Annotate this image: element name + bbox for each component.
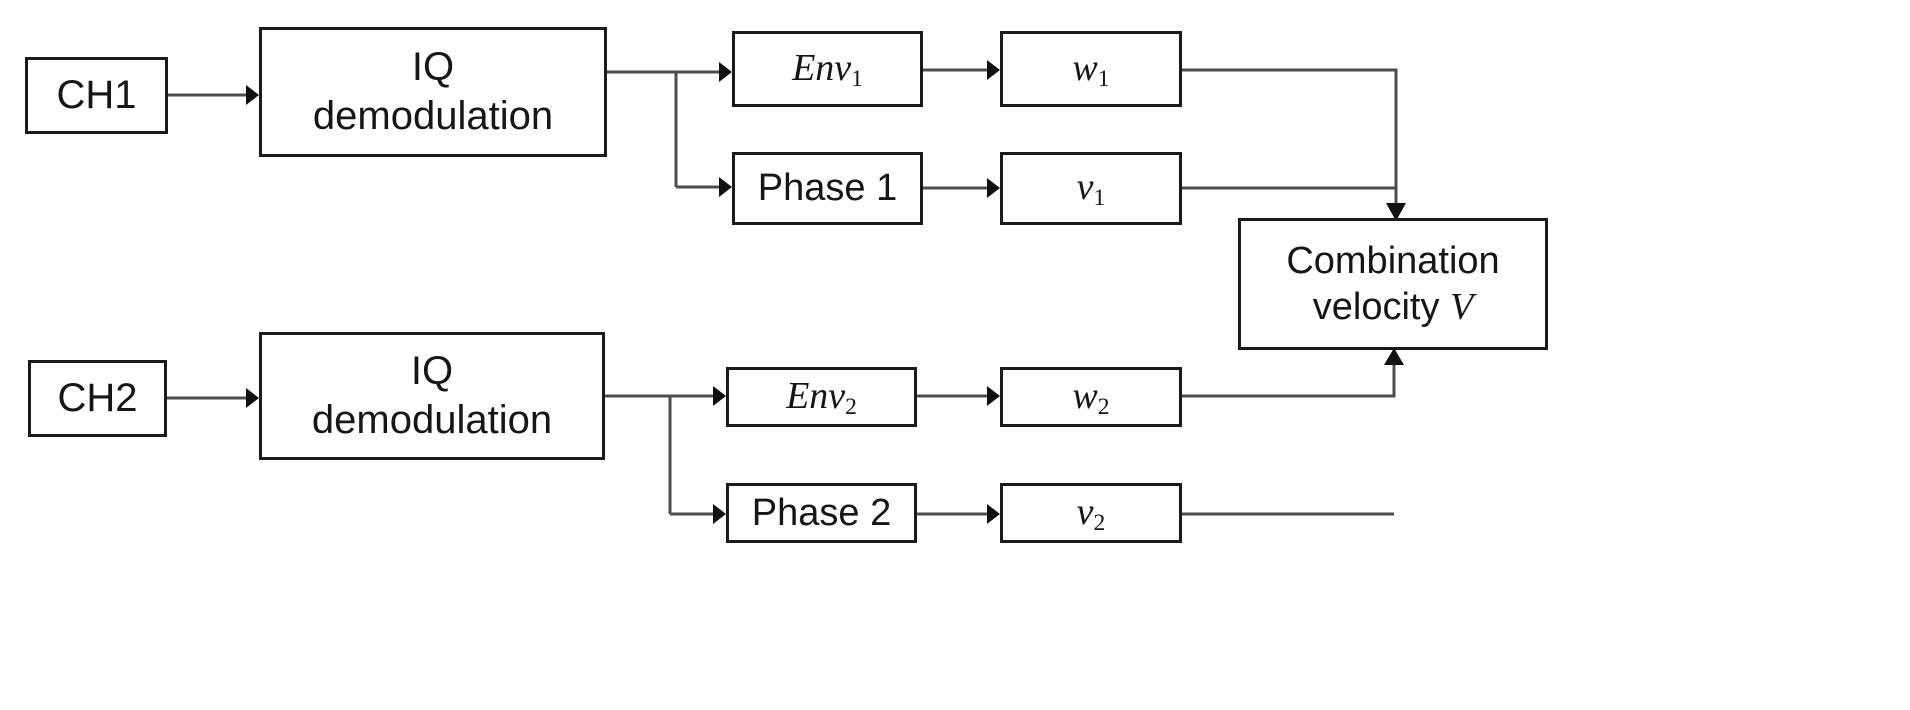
- edge-iq1-to-env1: [676, 62, 732, 82]
- node-phase-2[interactable]: Phase 2: [726, 483, 917, 543]
- edge-ch2-to-iq2: [167, 388, 259, 408]
- node-iq-demodulation-1[interactable]: IQ demodulation: [259, 27, 607, 157]
- edge-w1-to-combination: [1182, 68, 1406, 221]
- node-ch1-label: CH1: [56, 73, 137, 118]
- edge-ch1-to-iq1: [168, 85, 259, 105]
- edge-iq2-to-phase2: [670, 504, 726, 524]
- node-phase-2-label: Phase 2: [751, 491, 892, 534]
- node-v-1-label: v1: [1076, 166, 1106, 212]
- node-w-2-label: w2: [1072, 374, 1110, 420]
- node-iq-demodulation-2[interactable]: IQ demodulation: [259, 332, 605, 460]
- node-ch2-label: CH2: [57, 376, 138, 421]
- node-v-1[interactable]: v1: [1000, 152, 1182, 225]
- edge-iq2-to-env2: [670, 386, 726, 406]
- edge-iq1-to-phase1: [676, 177, 732, 197]
- node-v-2[interactable]: v2: [1000, 483, 1182, 543]
- node-v-2-label: v2: [1076, 490, 1106, 536]
- edge-phase1-to-v1: [923, 178, 1000, 198]
- node-env-2-label: Env2: [786, 374, 857, 420]
- node-phase-1-label: Phase 1: [757, 167, 898, 210]
- node-ch1[interactable]: CH1: [25, 57, 168, 134]
- edge-phase2-to-v2: [917, 504, 1000, 524]
- node-w-2[interactable]: w2: [1000, 367, 1182, 427]
- edge-env1-to-w1: [923, 60, 1000, 80]
- node-iq-demodulation-1-label: IQ demodulation: [312, 45, 554, 138]
- edge-iq1-split: [607, 70, 678, 187]
- node-iq-demodulation-2-label: IQ demodulation: [311, 349, 553, 442]
- node-ch2[interactable]: CH2: [28, 360, 167, 437]
- edge-w2-to-combination: [1182, 348, 1404, 398]
- node-env-2[interactable]: Env2: [726, 367, 917, 427]
- node-env-1[interactable]: Env1: [732, 31, 923, 107]
- edge-iq2-split: [605, 394, 672, 514]
- node-w-1[interactable]: w1: [1000, 31, 1182, 107]
- node-phase-1[interactable]: Phase 1: [732, 152, 923, 225]
- node-env-1-label: Env1: [792, 46, 863, 92]
- edge-env2-to-w2: [917, 386, 1000, 406]
- node-w-1-label: w1: [1072, 46, 1110, 92]
